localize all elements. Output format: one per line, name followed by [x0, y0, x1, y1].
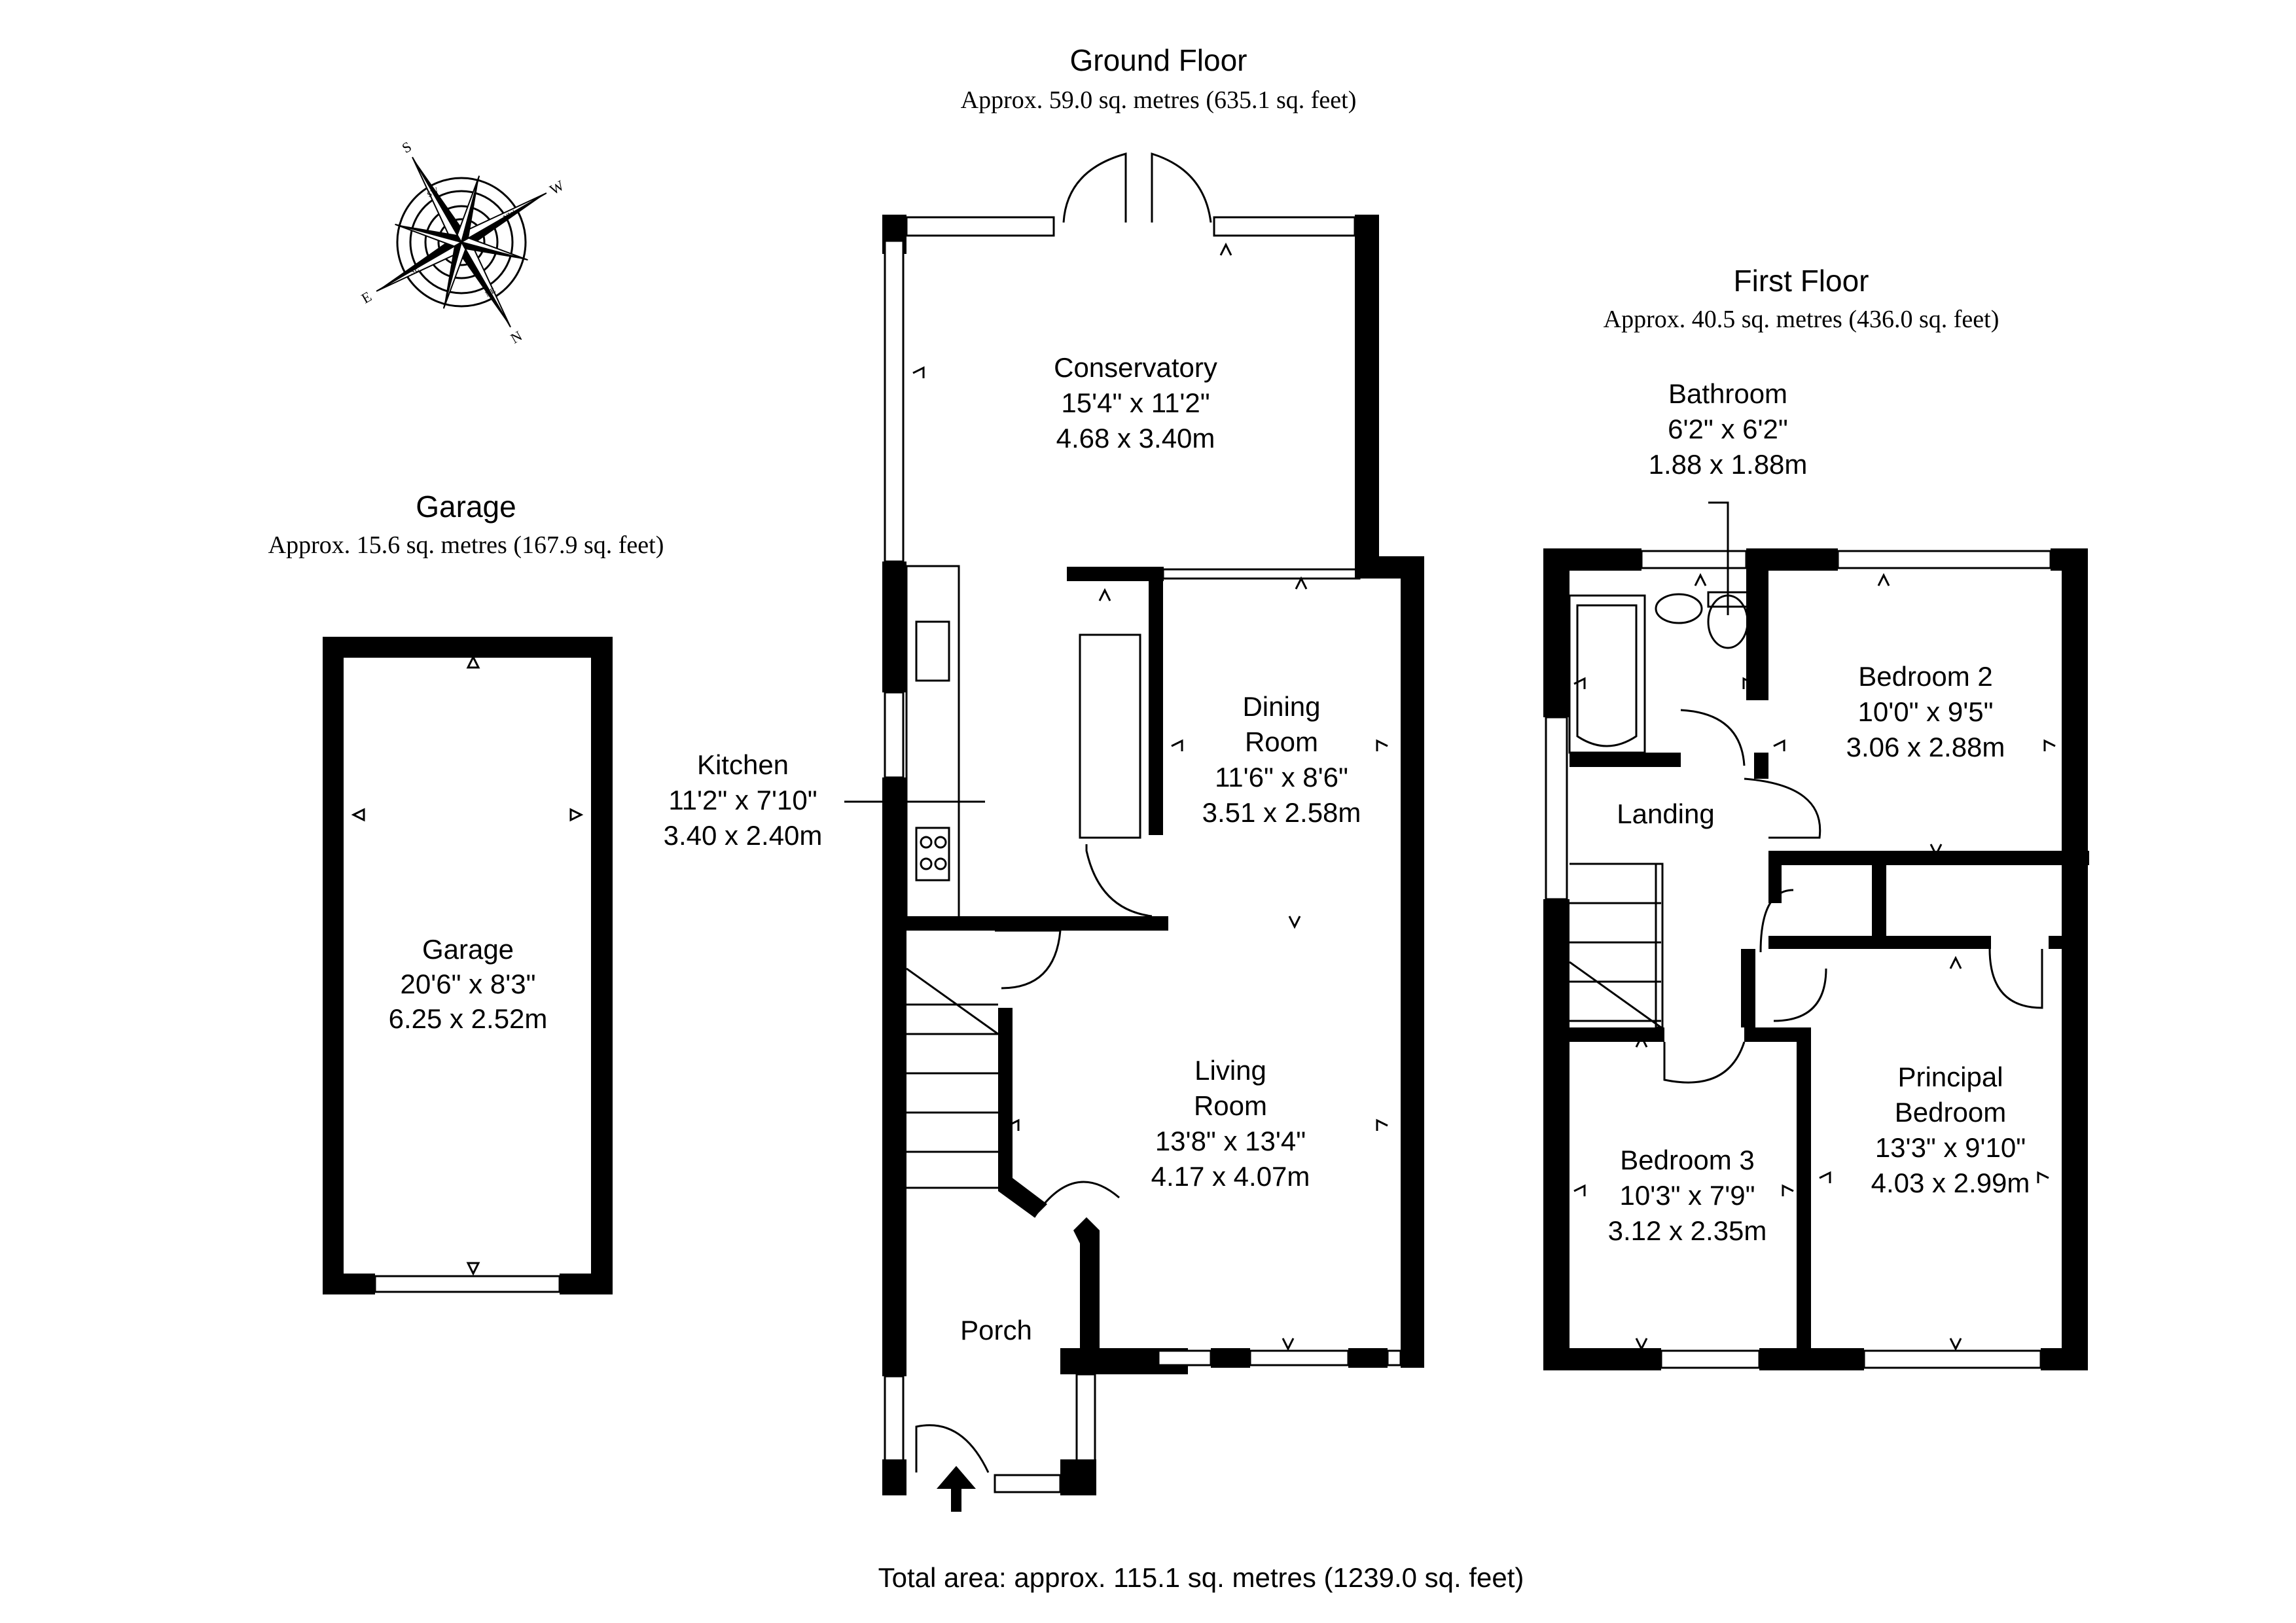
bath-icon — [1568, 594, 1646, 754]
compass-e: E — [359, 288, 374, 306]
garage-room-imperial: 20'6" x 8'3" — [401, 969, 536, 999]
porch-inner-door — [1033, 1181, 1120, 1218]
total-area: Total area: approx. 115.1 sq. metres (12… — [878, 1562, 1524, 1593]
dining-imperial: 11'6" x 8'6" — [1215, 762, 1348, 793]
garage-room-name: Garage — [422, 934, 514, 965]
conservatory-metric: 4.68 x 3.40m — [1056, 423, 1215, 454]
ground-floor-heading: Ground Floor Approx. 59.0 sq. metres (63… — [961, 43, 1357, 114]
principal-imperial: 13'3" x 9'10" — [1875, 1132, 2026, 1163]
living-name-2: Room — [1194, 1090, 1267, 1121]
living-metric: 4.17 x 4.07m — [1151, 1161, 1310, 1192]
garage-plan: Garage 20'6" x 8'3" 6.25 x 2.52m — [323, 637, 613, 1294]
cupboard-door — [1759, 889, 1794, 953]
under-stair-door — [995, 929, 1062, 990]
bedroom3-door — [1663, 1041, 1746, 1084]
ground-floor-plan: Conservatory 15'4" x 11'2" 4.68 x 3.40m … — [664, 152, 1424, 1512]
basin-icon — [1655, 593, 1703, 624]
ground-floor-area: Approx. 59.0 sq. metres (635.1 sq. feet) — [961, 86, 1357, 114]
garage-heading: Garage Approx. 15.6 sq. metres (167.9 sq… — [268, 490, 664, 559]
bedroom3-name: Bedroom 3 — [1620, 1145, 1754, 1175]
kitchen-door — [1085, 844, 1153, 918]
living-name-1: Living — [1194, 1055, 1266, 1086]
kitchen-metric: 3.40 x 2.40m — [664, 820, 823, 851]
principal-name-1: Principal — [1897, 1061, 2003, 1092]
garage-door — [374, 1275, 561, 1293]
bathroom-name: Bathroom — [1668, 378, 1787, 409]
front-door — [915, 1424, 990, 1473]
garage-room-metric: 6.25 x 2.52m — [389, 1003, 548, 1034]
principal-metric: 4.03 x 2.99m — [1871, 1168, 2030, 1198]
bedroom2-name: Bedroom 2 — [1858, 661, 1992, 692]
first-floor-heading: First Floor Approx. 40.5 sq. metres (436… — [1604, 264, 2000, 333]
kitchen-imperial: 11'2" x 7'10" — [668, 785, 817, 815]
bathroom-door — [1680, 709, 1746, 766]
dining-name-1: Dining — [1242, 691, 1320, 722]
conservatory-name: Conservatory — [1054, 352, 1217, 383]
dining-metric: 3.51 x 2.58m — [1202, 797, 1361, 828]
first-floor-area: Approx. 40.5 sq. metres (436.0 sq. feet) — [1604, 306, 2000, 333]
bathroom-metric: 1.88 x 1.88m — [1649, 449, 1808, 480]
first-floor-title: First Floor — [1734, 264, 1869, 298]
compass-s: S — [399, 138, 414, 156]
landing-name: Landing — [1617, 798, 1714, 829]
conservatory-imperial: 15'4" x 11'2" — [1061, 387, 1210, 418]
principal-name-2: Bedroom — [1895, 1097, 2006, 1128]
entrance-arrow-icon — [937, 1466, 976, 1512]
garage-area: Approx. 15.6 sq. metres (167.9 sq. feet) — [268, 531, 664, 559]
ground-floor-title: Ground Floor — [1069, 43, 1247, 77]
living-imperial: 13'8" x 13'4" — [1155, 1126, 1306, 1156]
porch-name: Porch — [960, 1315, 1032, 1346]
first-floor-plan: Bathroom 6'2" x 6'2" 1.88 x 1.88m Bedroo… — [1543, 378, 2089, 1370]
bathroom-imperial: 6'2" x 6'2" — [1668, 414, 1788, 444]
garage-title: Garage — [416, 490, 516, 524]
bathroom-leader-line — [1708, 501, 1729, 615]
landing-cupboard-door — [1773, 968, 1827, 1022]
compass-ne: NE — [484, 285, 497, 298]
sink-icon — [915, 620, 950, 682]
bedroom3-metric: 3.12 x 2.35m — [1608, 1215, 1767, 1246]
compass-se: SE — [408, 264, 420, 276]
compass-w: W — [547, 177, 567, 198]
compass-n: N — [508, 327, 525, 347]
french-doors — [1062, 152, 1212, 223]
dining-name-2: Room — [1245, 726, 1318, 757]
hob-icon — [915, 827, 950, 882]
principal-bedroom-door — [1988, 948, 2043, 1009]
kitchen-name: Kitchen — [697, 749, 789, 780]
bedroom2-metric: 3.06 x 2.88m — [1846, 732, 2005, 762]
compass-rose-icon: S N E W SW NW NE SE — [359, 138, 567, 347]
bedroom2-door — [1744, 777, 1821, 839]
bedroom2-imperial: 10'0" x 9'5" — [1858, 696, 1994, 727]
bedroom3-imperial: 10'3" x 7'9" — [1620, 1180, 1755, 1211]
